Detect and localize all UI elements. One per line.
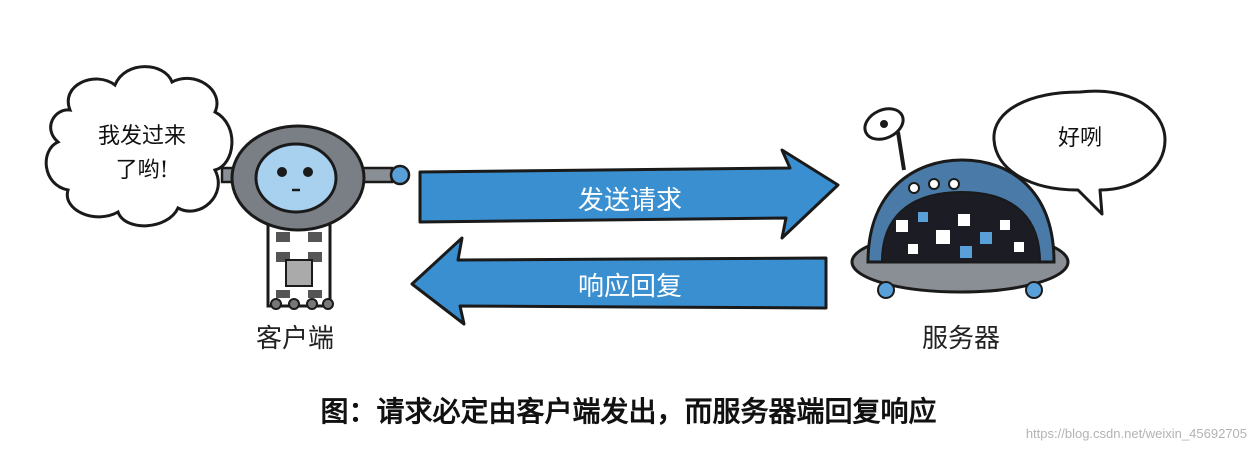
server-bubble-text: 好咧 [1057,126,1102,151]
client-bubble-text: 我发过来 了哟! [72,120,212,188]
server-speech-bubble [992,89,1167,216]
client-speech-bubble [44,65,234,228]
response-arrow-label: 响应回复 [577,272,682,302]
server-label: 服务器 [921,324,1000,354]
client-label: 客户端 [255,324,334,354]
request-arrow [418,148,840,240]
response-arrow [410,236,828,326]
watermark-url: https://blog.csdn.net/weixin_45692705 [1025,426,1247,441]
client-bubble-line1: 我发过来 [97,124,186,149]
client-robot-illustration [220,124,411,310]
client-bubble-line2: 了哟! [115,158,169,183]
figure-caption: 图：请求必定由客户端发出，而服务器端回复响应 [320,395,937,428]
server-robot-illustration [850,107,1070,299]
request-arrow-label: 发送请求 [577,186,682,216]
